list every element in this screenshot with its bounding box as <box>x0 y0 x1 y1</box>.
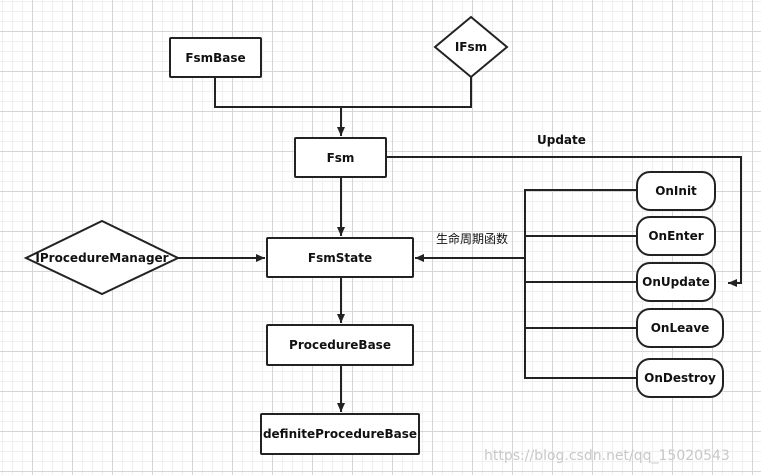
fsm-node: Fsm <box>294 137 387 178</box>
onupdate-label: OnUpdate <box>642 275 710 289</box>
fsmbase-node: FsmBase <box>169 37 262 78</box>
ondestroy-node: OnDestroy <box>636 358 724 398</box>
update-edge-label: Update <box>537 133 586 147</box>
fsmstate-node: FsmState <box>266 237 414 278</box>
ifsm-label: IFsm <box>454 40 488 54</box>
onleave-node: OnLeave <box>636 308 724 348</box>
onupdate-node: OnUpdate <box>636 262 716 302</box>
fsmbase-label: FsmBase <box>185 50 246 65</box>
fsmstate-label: FsmState <box>307 250 373 265</box>
arrow-update <box>386 156 742 287</box>
onenter-node: OnEnter <box>636 216 716 256</box>
iproceduremanager-diamond-shape <box>23 219 181 296</box>
ondestroy-label: OnDestroy <box>644 371 716 385</box>
ifsm-diamond-shape <box>433 15 509 79</box>
connector-fsmbase <box>214 78 341 108</box>
procedurebase-node: ProcedureBase <box>266 324 414 366</box>
watermark: https://blog.csdn.net/qq_15020543 <box>484 448 730 464</box>
oninit-node: OnInit <box>636 171 716 211</box>
onleave-label: OnLeave <box>650 321 710 335</box>
definiteprocedurebase-node: definiteProcedureBase <box>260 413 420 455</box>
fsm-label: Fsm <box>326 150 355 165</box>
lifecycle-edge-label: 生命周期函数 <box>436 232 509 246</box>
lifecycle-bus <box>524 189 636 379</box>
connector-ifsm <box>341 77 472 108</box>
oninit-label: OnInit <box>655 184 697 198</box>
onenter-label: OnEnter <box>648 229 704 243</box>
definiteprocedurebase-label: definiteProcedureBase <box>262 427 418 441</box>
iproceduremanager-label: IProcedureManager <box>35 251 169 265</box>
procedurebase-label: ProcedureBase <box>289 338 391 352</box>
